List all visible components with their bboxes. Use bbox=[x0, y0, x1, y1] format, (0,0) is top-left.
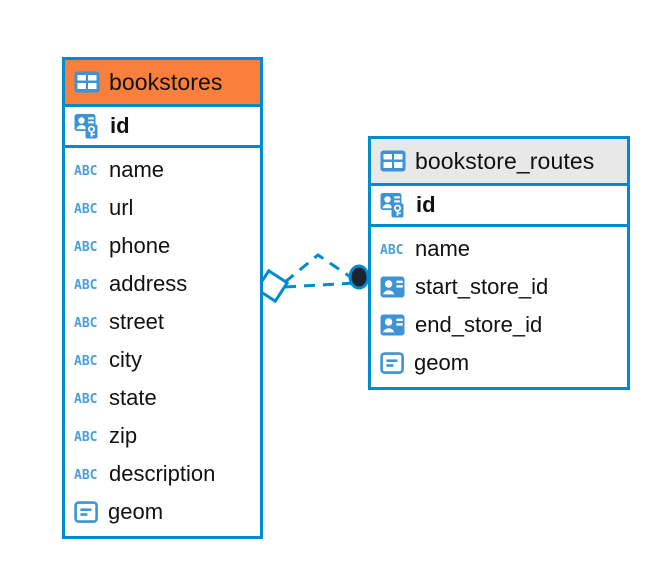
text-abc-icon: ABC bbox=[74, 164, 97, 178]
text-abc-icon: ABC bbox=[74, 202, 97, 216]
field-label: end_store_id bbox=[415, 312, 543, 337]
field-row-phone[interactable]: ABC phone bbox=[65, 227, 260, 265]
entity-header-bookstores[interactable]: bookstores bbox=[65, 60, 260, 104]
field-label: name bbox=[109, 157, 165, 182]
svg-text:ABC: ABC bbox=[74, 468, 97, 482]
text-abc-icon: ABC bbox=[74, 354, 97, 368]
entity-title: bookstores bbox=[109, 68, 223, 95]
field-label: phone bbox=[109, 233, 171, 258]
field-row-start-store-id[interactable]: start_store_id bbox=[371, 268, 627, 306]
primary-key-section: id bbox=[65, 104, 260, 148]
field-row-geom[interactable]: geom bbox=[65, 493, 260, 531]
primary-key-icon bbox=[380, 192, 404, 217]
field-row-name[interactable]: ABC name bbox=[65, 151, 260, 189]
field-row-geom[interactable]: geom bbox=[371, 344, 627, 382]
geometry-icon bbox=[74, 501, 98, 523]
text-abc-icon: ABC bbox=[74, 278, 97, 292]
field-row-state[interactable]: ABC state bbox=[65, 379, 260, 417]
entity-header-bookstore-routes[interactable]: bookstore_routes bbox=[371, 139, 627, 183]
entity-bookstores[interactable]: bookstores id bbox=[62, 57, 263, 539]
field-row-description[interactable]: ABC description bbox=[65, 455, 260, 493]
svg-text:ABC: ABC bbox=[74, 278, 97, 292]
svg-text:ABC: ABC bbox=[74, 202, 97, 216]
primary-key-icon bbox=[74, 113, 98, 138]
svg-text:ABC: ABC bbox=[74, 240, 97, 254]
text-abc-icon: ABC bbox=[74, 430, 97, 444]
field-label: description bbox=[109, 461, 216, 486]
foreign-key-icon bbox=[380, 276, 405, 298]
text-abc-icon: ABC bbox=[74, 316, 97, 330]
svg-text:ABC: ABC bbox=[74, 164, 97, 178]
text-abc-icon: ABC bbox=[74, 392, 97, 406]
field-row-url[interactable]: ABC url bbox=[65, 189, 260, 227]
svg-text:ABC: ABC bbox=[74, 430, 97, 444]
field-row-id[interactable]: id bbox=[65, 107, 260, 145]
field-row-id[interactable]: id bbox=[371, 186, 627, 224]
field-label: state bbox=[109, 385, 157, 410]
field-row-end-store-id[interactable]: end_store_id bbox=[371, 306, 627, 344]
text-abc-icon: ABC bbox=[74, 468, 97, 482]
field-label: street bbox=[109, 309, 165, 334]
field-row-address[interactable]: ABC address bbox=[65, 265, 260, 303]
geometry-icon bbox=[380, 352, 404, 374]
field-label: start_store_id bbox=[415, 274, 549, 299]
field-label: address bbox=[109, 271, 188, 296]
field-row-city[interactable]: ABC city bbox=[65, 341, 260, 379]
svg-text:ABC: ABC bbox=[380, 243, 403, 257]
field-label: city bbox=[109, 347, 142, 372]
circle-filled-marker bbox=[348, 264, 370, 290]
relationship-line-upper bbox=[284, 253, 356, 284]
svg-text:ABC: ABC bbox=[74, 392, 97, 406]
field-label: geom bbox=[108, 499, 164, 524]
field-label: geom bbox=[414, 350, 470, 375]
relationship-line-lower bbox=[284, 281, 356, 289]
table-icon bbox=[380, 150, 406, 172]
field-label: id bbox=[110, 113, 130, 138]
entity-title: bookstore_routes bbox=[415, 147, 595, 174]
primary-key-section: id bbox=[371, 183, 627, 227]
field-label: zip bbox=[109, 423, 138, 448]
field-row-name[interactable]: ABC name bbox=[371, 230, 627, 268]
field-row-street[interactable]: ABC street bbox=[65, 303, 260, 341]
field-label: url bbox=[109, 195, 134, 220]
text-abc-icon: ABC bbox=[74, 240, 97, 254]
field-row-zip[interactable]: ABC zip bbox=[65, 417, 260, 455]
text-abc-icon: ABC bbox=[380, 243, 403, 257]
foreign-key-icon bbox=[380, 314, 405, 336]
table-icon bbox=[74, 71, 100, 93]
field-label: name bbox=[415, 236, 471, 261]
field-label: id bbox=[416, 192, 436, 217]
svg-text:ABC: ABC bbox=[74, 354, 97, 368]
svg-text:ABC: ABC bbox=[74, 316, 97, 330]
entity-bookstore-routes[interactable]: bookstore_routes bbox=[368, 136, 630, 390]
